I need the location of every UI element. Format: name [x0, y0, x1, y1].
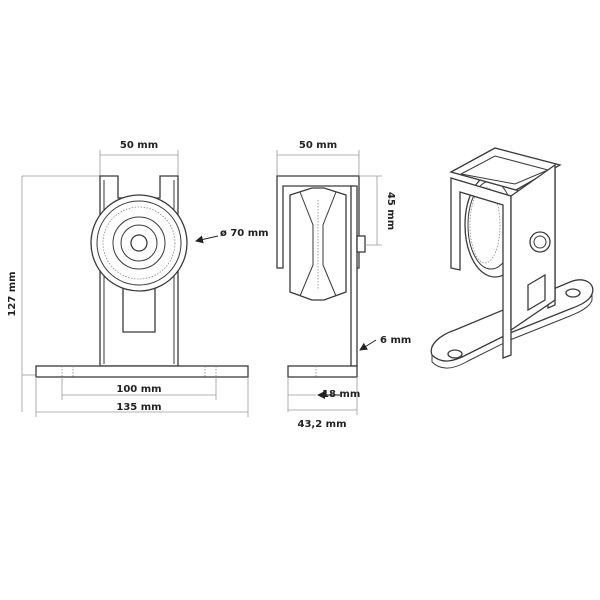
height-label: 127 mm	[7, 271, 18, 316]
iso-top-bar	[449, 147, 562, 191]
side-width-dimension: 50 mm	[276, 140, 360, 176]
iso-mount-hole-left	[447, 349, 463, 359]
base-depth-dimension: 43,2 mm	[288, 377, 358, 430]
side-width-label: 50 mm	[299, 140, 337, 151]
hole-spacing-label: 100 mm	[116, 384, 161, 395]
front-view: 50 mm 127 mm ø 70 mm	[7, 140, 269, 417]
wheel-diameter-callout: ø 70 mm	[195, 228, 269, 244]
base-depth-label: 43,2 mm	[298, 419, 347, 430]
base-side-dimension: 18 mm	[287, 377, 360, 412]
wheel-offset-dimension: 45 mm	[359, 175, 396, 246]
side-view: 50 mm 45 mm 6 mm	[276, 140, 411, 430]
hole-spacing-dimension: 100 mm	[61, 377, 217, 400]
isometric-view	[430, 147, 594, 369]
side-axle-nut	[356, 235, 366, 253]
front-wheel	[90, 194, 188, 292]
plate-thickness-label: 6 mm	[380, 335, 411, 346]
iso-mount-hole-right	[565, 288, 581, 298]
iso-axle-nut	[529, 231, 551, 253]
plate-thickness-callout: 6 mm	[359, 335, 411, 351]
side-base-plate	[287, 365, 358, 378]
side-vertical-plate	[350, 185, 358, 367]
base-side-label: 18 mm	[322, 389, 360, 400]
front-width-dimension: 50 mm	[99, 140, 179, 178]
base-length-dimension: 135 mm	[35, 377, 249, 417]
height-dimension: 127 mm	[7, 175, 100, 412]
side-wheel	[289, 187, 347, 301]
front-axle-hole	[130, 234, 148, 252]
wheel-diameter-label: ø 70 mm	[220, 228, 269, 239]
front-base-plate	[35, 365, 249, 378]
base-length-label: 135 mm	[116, 402, 161, 413]
iso-plate-slot	[527, 273, 546, 312]
front-width-label: 50 mm	[120, 140, 158, 151]
wheel-offset-label: 45 mm	[385, 192, 396, 230]
